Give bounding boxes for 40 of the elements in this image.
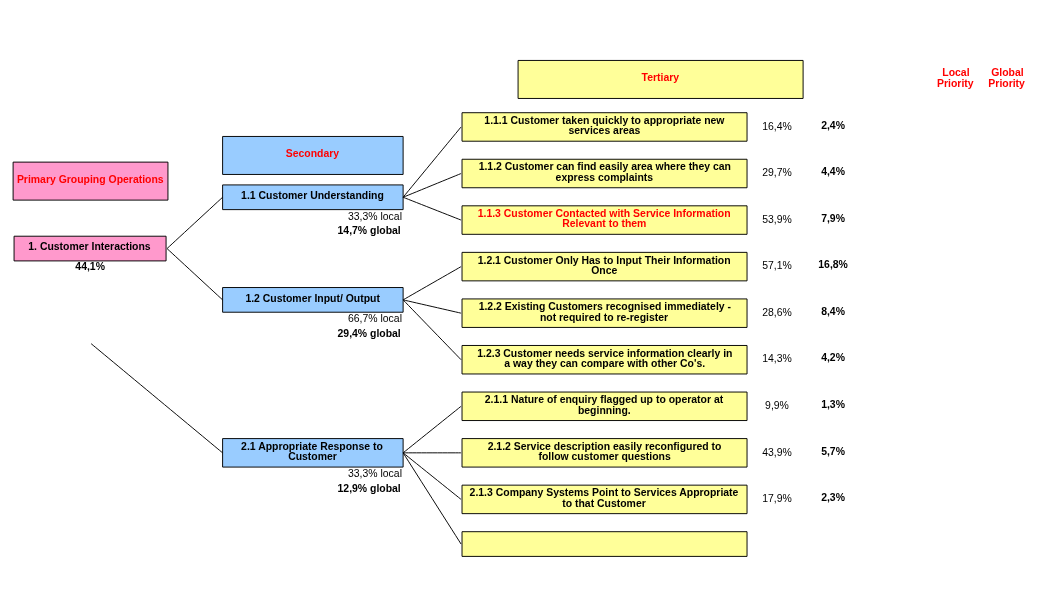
connector bbox=[402, 126, 462, 198]
node-label: 2,3% bbox=[821, 492, 845, 504]
node-label: 33,3% local bbox=[348, 210, 402, 222]
connector bbox=[402, 173, 462, 198]
node-label: 12,9% global bbox=[337, 482, 401, 494]
connector bbox=[402, 405, 462, 454]
node-label: 66,7% local bbox=[348, 313, 402, 325]
node-label: 17,9% bbox=[762, 493, 792, 505]
label: Local Priority bbox=[937, 67, 974, 89]
node-label: 14,3% bbox=[762, 353, 792, 365]
connector bbox=[90, 343, 224, 454]
connector bbox=[402, 196, 462, 221]
node-label: 9,9% bbox=[765, 399, 789, 411]
connector bbox=[402, 299, 462, 314]
node-label: 29,7% bbox=[762, 167, 792, 179]
node-label: 8,4% bbox=[821, 305, 845, 317]
node-label: 28,6% bbox=[762, 306, 792, 318]
node-label: 1,3% bbox=[821, 398, 845, 410]
node-label: 4,4% bbox=[821, 166, 845, 178]
connector bbox=[402, 266, 462, 301]
node-label: 57,1% bbox=[762, 260, 792, 272]
node-label: 43,9% bbox=[762, 446, 792, 458]
connector bbox=[402, 452, 462, 454]
connector bbox=[166, 196, 224, 250]
connector bbox=[166, 248, 224, 301]
node-label: 4,2% bbox=[821, 352, 845, 364]
node-label: 16,4% bbox=[762, 120, 792, 132]
connector bbox=[402, 299, 462, 361]
node-label: 44,1% bbox=[75, 261, 105, 273]
node-label: 29,4% global bbox=[337, 327, 401, 339]
node-label: 7,9% bbox=[821, 212, 845, 224]
connector bbox=[402, 452, 462, 545]
label: Global Priority bbox=[988, 67, 1025, 89]
node-label: 2,4% bbox=[821, 119, 845, 131]
node-label: 33,3% local bbox=[348, 468, 402, 480]
node-label: 14,7% global bbox=[337, 225, 401, 237]
node-label: 16,8% bbox=[818, 259, 848, 271]
node-label: 5,7% bbox=[821, 445, 845, 457]
connector bbox=[402, 452, 462, 500]
node-label: 53,9% bbox=[762, 213, 792, 225]
